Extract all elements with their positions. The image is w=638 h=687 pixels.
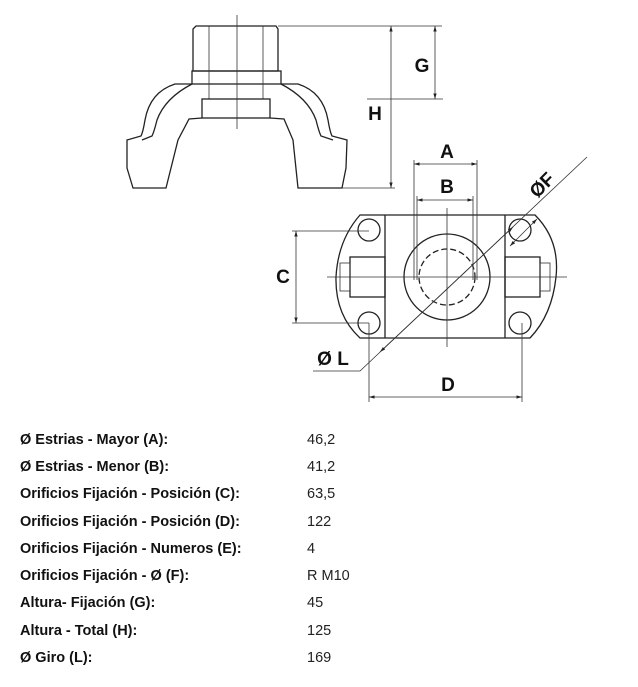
spec-value: 122 bbox=[307, 513, 332, 530]
dim-label-g: G bbox=[415, 56, 430, 77]
spec-label: Altura- Fijación (G): bbox=[20, 595, 156, 612]
spec-value: 41,2 bbox=[307, 458, 336, 475]
dim-label-f: ØF bbox=[526, 169, 560, 203]
spec-label: Ø Estrias - Mayor (A): bbox=[20, 431, 169, 448]
spec-table: Ø Estrias - Mayor (A): 46,2 Ø Estrias - M… bbox=[20, 426, 350, 672]
front-view: A B C D Ø L ØF bbox=[276, 142, 588, 402]
dim-label-l: Ø L bbox=[317, 349, 349, 370]
spec-label: Orificios Fijación - Numeros (E): bbox=[20, 540, 242, 557]
spec-value: 63,5 bbox=[307, 486, 336, 503]
spec-label: Ø Estrias - Menor (B): bbox=[20, 458, 170, 475]
spec-label: Orificios Fijación - Ø (F): bbox=[20, 568, 190, 585]
spec-row: Orificios Fijación - Ø (F): R M10 bbox=[20, 562, 350, 589]
spec-row: Ø Giro (L): 169 bbox=[20, 644, 350, 671]
dim-label-c: C bbox=[276, 267, 290, 288]
spec-label: Orificios Fijación - Posición (C): bbox=[20, 486, 240, 503]
spec-row: Ø Estrias - Mayor (A): 46,2 bbox=[20, 426, 350, 453]
spec-row: Orificios Fijación - Numeros (E): 4 bbox=[20, 535, 350, 562]
spec-value: 4 bbox=[307, 540, 316, 557]
spec-label: Ø Giro (L): bbox=[20, 650, 93, 667]
spec-row: Ø Estrias - Menor (B): 41,2 bbox=[20, 453, 350, 480]
dim-label-d: D bbox=[441, 375, 455, 396]
spec-row: Altura- Fijación (G): 45 bbox=[20, 590, 350, 617]
dim-label-a: A bbox=[440, 142, 454, 163]
spec-value: R M10 bbox=[307, 568, 350, 585]
spec-row: Orificios Fijación - Posición (C): 63,5 bbox=[20, 481, 350, 508]
spec-value: 46,2 bbox=[307, 431, 336, 448]
dim-label-b: B bbox=[440, 177, 454, 198]
spec-value: 125 bbox=[307, 622, 332, 639]
spec-row: Altura - Total (H): 125 bbox=[20, 617, 350, 644]
dim-label-h: H bbox=[368, 104, 382, 125]
spec-label: Orificios Fijación - Posición (D): bbox=[20, 513, 240, 530]
yoke-technical-drawing: G H A B C D bbox=[126, 15, 588, 402]
spec-row: Orificios Fijación - Posición (D): 122 bbox=[20, 508, 350, 535]
spec-value: 169 bbox=[307, 650, 332, 667]
spec-value: 45 bbox=[307, 595, 324, 612]
spec-label: Altura - Total (H): bbox=[20, 622, 138, 639]
side-view: G H bbox=[126, 15, 443, 189]
